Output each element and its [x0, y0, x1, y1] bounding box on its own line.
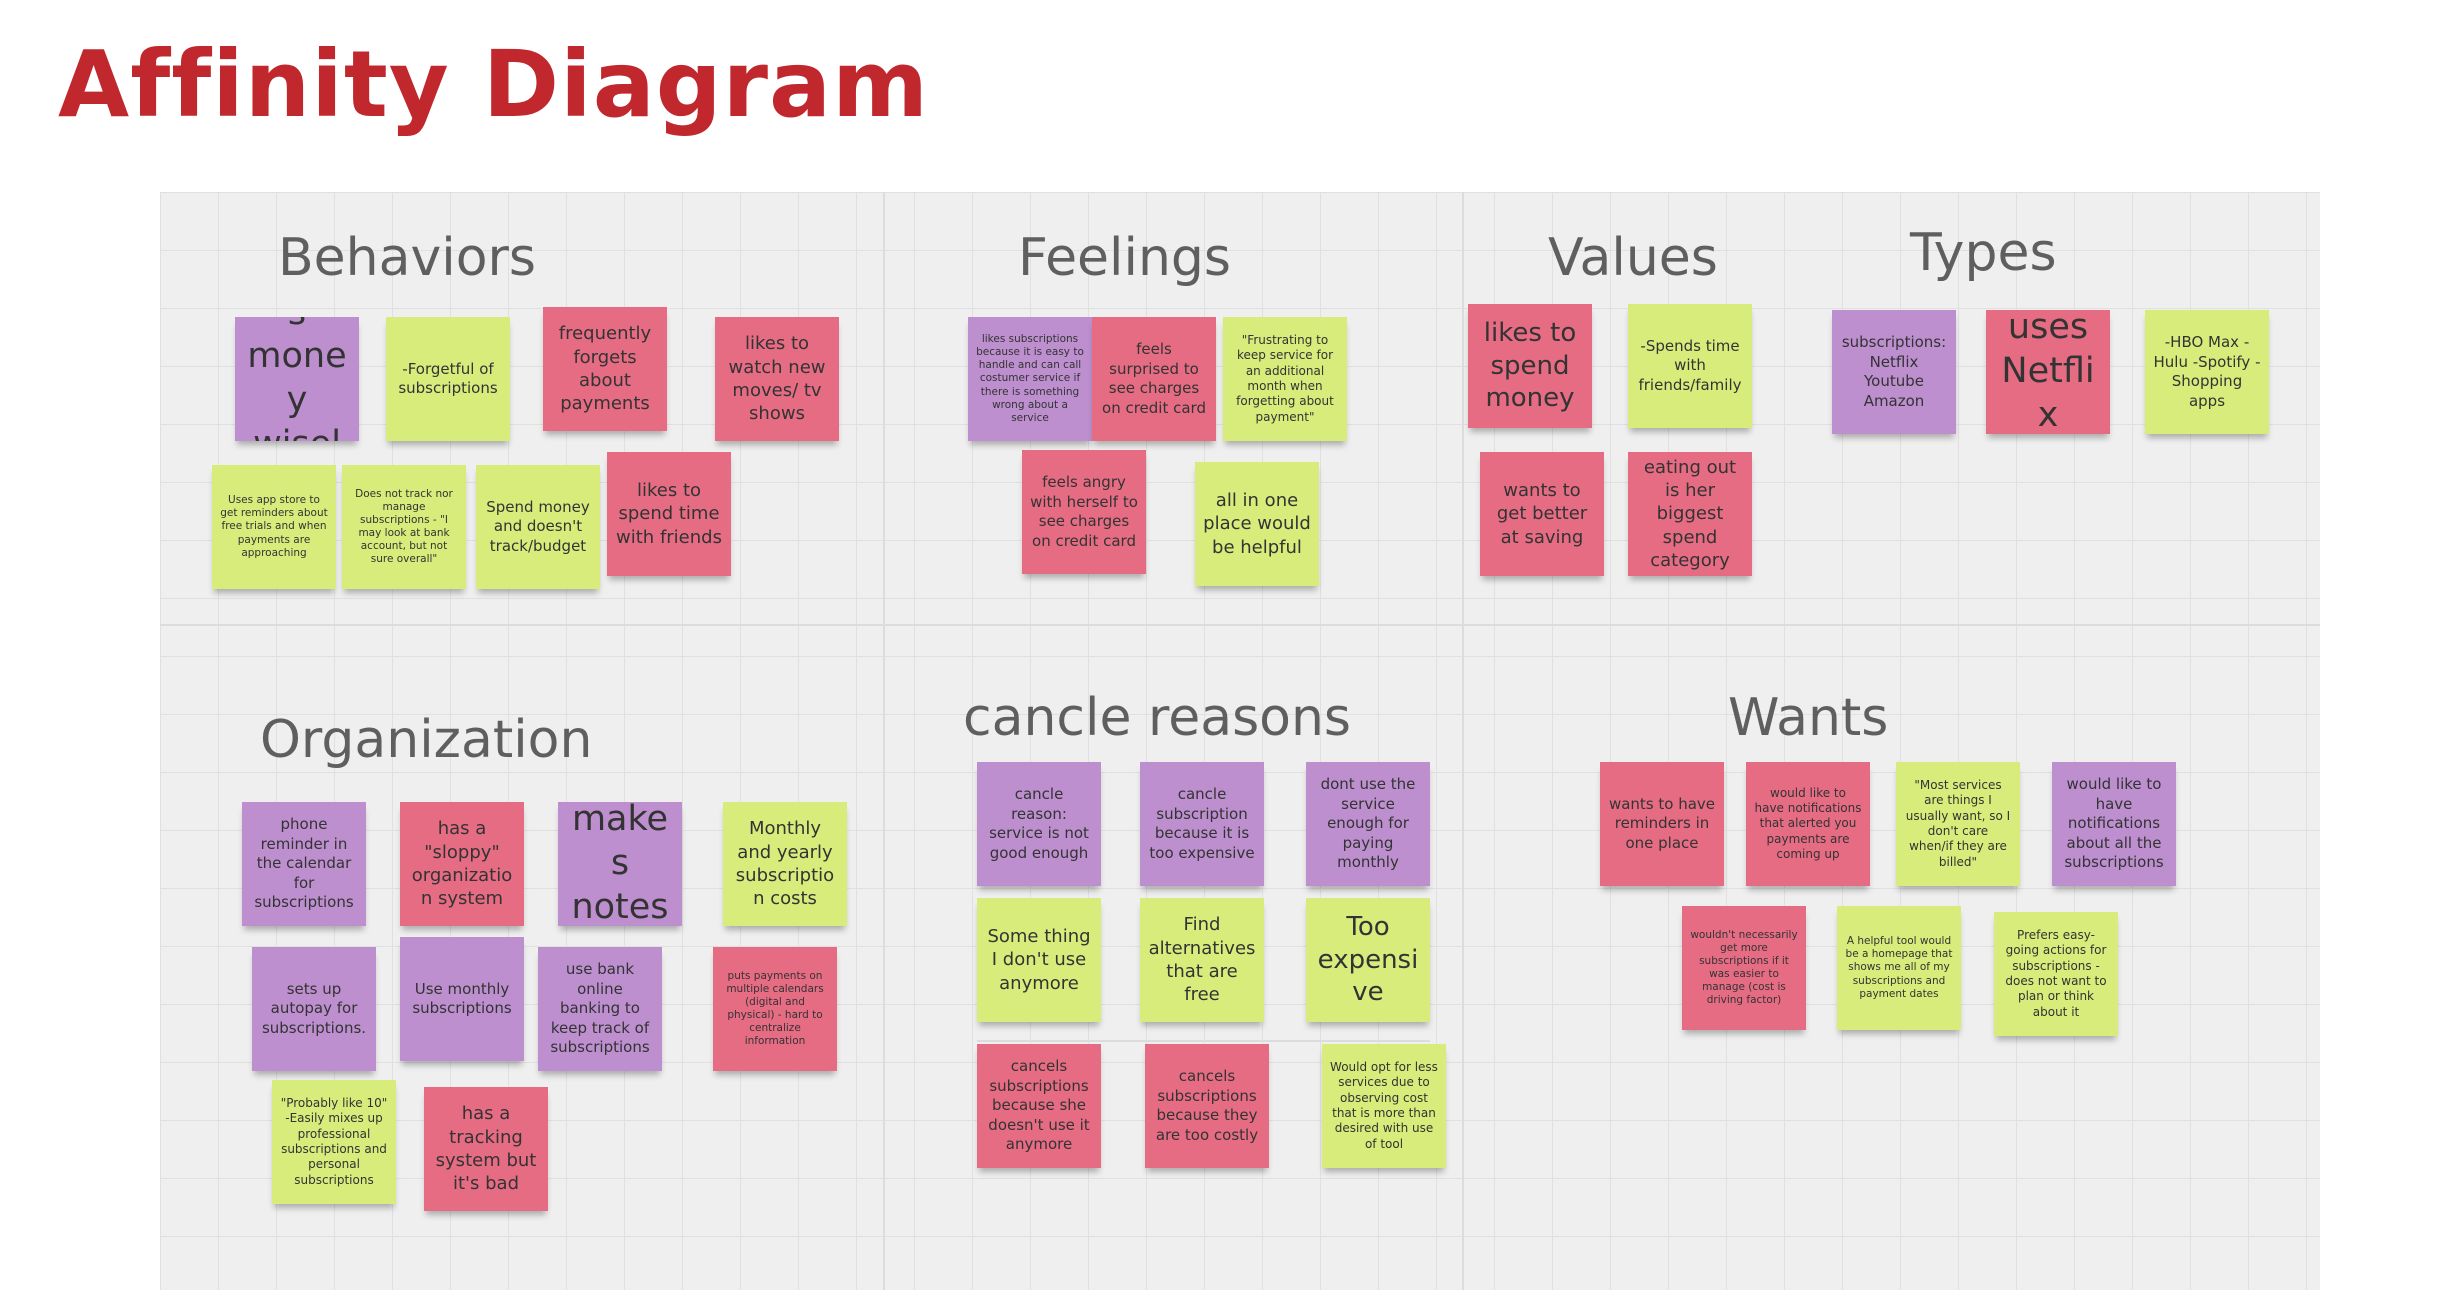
sticky-note[interactable]: likes subscriptions because it is easy t… [968, 317, 1092, 441]
sticky-note[interactable]: has a tracking system but it's bad [424, 1087, 548, 1211]
vertical-divider-2 [1462, 192, 1464, 1290]
group-heading-types: Types [1910, 223, 2057, 283]
sticky-note[interactable]: Find alternatives that are free [1140, 898, 1264, 1022]
sticky-note[interactable]: "Frustrating to keep service for an addi… [1223, 317, 1347, 441]
sticky-note[interactable]: feels surprised to see charges on credit… [1092, 317, 1216, 441]
sticky-note[interactable]: Monthly and yearly subscription costs [723, 802, 847, 926]
page-title: Affinity Diagram [58, 31, 929, 138]
sticky-note[interactable]: "Most services are things I usually want… [1896, 762, 2020, 886]
sticky-note[interactable]: Would opt for less services due to obser… [1322, 1044, 1446, 1168]
sticky-note[interactable]: -Forgetful of subscriptions [386, 317, 510, 441]
sticky-note[interactable]: all in one place would be helpful [1195, 462, 1319, 586]
group-heading-values: Values [1548, 228, 1718, 288]
group-heading-cancel-reasons: cancle reasons [963, 688, 1352, 748]
sticky-note[interactable]: wants to get better at saving [1480, 452, 1604, 576]
sticky-note[interactable]: likes to spend time with friends [607, 452, 731, 576]
sticky-note[interactable]: Some thing I don't use anymore [977, 898, 1101, 1022]
cancel-reasons-separator [977, 1040, 1430, 1042]
sticky-note[interactable]: uses Netflix [1986, 310, 2110, 434]
sticky-note[interactable]: phone reminder in the calendar for subsc… [242, 802, 366, 926]
group-heading-wants: Wants [1728, 688, 1889, 748]
sticky-note[interactable]: wouldn't necessarily get more subscripti… [1682, 906, 1806, 1030]
group-heading-behaviors: Behaviors [278, 228, 536, 288]
sticky-note[interactable]: "Probably like 10" -Easily mixes up prof… [272, 1080, 396, 1204]
sticky-note[interactable]: frequently forgets about payments [543, 307, 667, 431]
sticky-note[interactable]: cancle subscription because it is too ex… [1140, 762, 1264, 886]
sticky-note[interactable]: feels angry with herself to see charges … [1022, 450, 1146, 574]
group-heading-organization: Organization [260, 710, 593, 770]
group-heading-feelings: Feelings [1018, 228, 1232, 288]
sticky-note[interactable]: makes notes [558, 802, 682, 926]
sticky-note[interactable]: cancle reason: service is not good enoug… [977, 762, 1101, 886]
whiteboard[interactable]: Behaviors spends money wisely -Forgetful… [160, 192, 2320, 1290]
sticky-note[interactable]: Prefers easy-going actions for subscript… [1994, 912, 2118, 1036]
sticky-note[interactable]: Does not track nor manage subscriptions … [342, 465, 466, 589]
sticky-note[interactable]: would like to have notifications that al… [1746, 762, 1870, 886]
sticky-note[interactable]: cancels subscriptions because they are t… [1145, 1044, 1269, 1168]
horizontal-divider [160, 624, 2320, 626]
sticky-note[interactable]: use bank online banking to keep track of… [538, 947, 662, 1071]
sticky-note[interactable]: -HBO Max -Hulu -Spotify -Shopping apps [2145, 310, 2269, 434]
sticky-note[interactable]: Use monthly subscriptions [400, 937, 524, 1061]
sticky-note[interactable]: Uses app store to get reminders about fr… [212, 465, 336, 589]
sticky-note[interactable]: cancels subscriptions because she doesn'… [977, 1044, 1101, 1168]
sticky-note[interactable]: spends money wisely [235, 317, 359, 441]
sticky-note[interactable]: Spend money and doesn't track/budget [476, 465, 600, 589]
sticky-note[interactable]: eating out is her biggest spend category [1628, 452, 1752, 576]
sticky-note[interactable]: wants to have reminders in one place [1600, 762, 1724, 886]
sticky-note[interactable]: dont use the service enough for paying m… [1306, 762, 1430, 886]
sticky-note[interactable]: likes to watch new moves/ tv shows [715, 317, 839, 441]
sticky-note[interactable]: would like to have notifications about a… [2052, 762, 2176, 886]
sticky-note[interactable]: A helpful tool would be a homepage that … [1837, 906, 1961, 1030]
sticky-note[interactable]: Too expensive [1306, 898, 1430, 1022]
sticky-note[interactable]: puts payments on multiple calendars (dig… [713, 947, 837, 1071]
sticky-note[interactable]: likes to spend money [1468, 304, 1592, 428]
sticky-note[interactable]: -Spends time with friends/family [1628, 304, 1752, 428]
vertical-divider-1 [883, 192, 885, 1290]
sticky-note[interactable]: subscriptions: Netflix Youtube Amazon [1832, 310, 1956, 434]
sticky-note[interactable]: has a "sloppy" organization system [400, 802, 524, 926]
sticky-note[interactable]: sets up autopay for subscriptions. [252, 947, 376, 1071]
